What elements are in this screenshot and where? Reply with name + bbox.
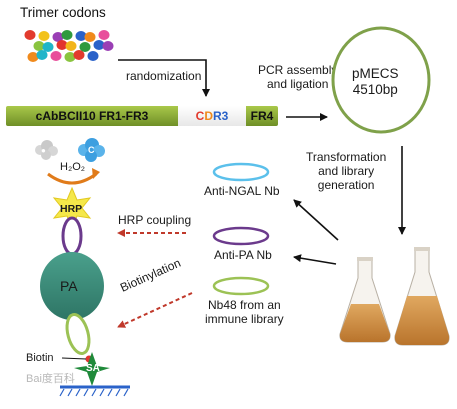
plasmid-ring — [331, 26, 431, 134]
codon-dot — [102, 41, 114, 51]
h2o2-label: H₂O₂ — [60, 161, 86, 173]
codon-dot — [52, 32, 64, 42]
codon-dot — [36, 50, 48, 60]
surface-hatch — [59, 388, 129, 397]
codon-dot — [73, 50, 85, 60]
codon-dot — [65, 41, 77, 51]
codon-dot — [87, 51, 99, 61]
nb48-ellipse — [212, 276, 270, 296]
anti-ngal-nb-label: Anti-NGAL Nb — [204, 184, 280, 198]
nb48-label: Nb48 from an immune library — [205, 298, 284, 326]
reaction-arrow — [47, 172, 97, 185]
assay-nb48 — [65, 313, 91, 355]
assay-anti-pa-nb — [61, 216, 83, 256]
codon-dot — [56, 40, 68, 50]
product-cloud-icon — [78, 138, 105, 162]
product-cloud-glyph: C — [88, 145, 95, 155]
codon-dot — [61, 30, 73, 40]
anti-pa-nb-ellipse — [212, 226, 270, 246]
codon-dot — [38, 31, 50, 41]
cdr3-letter-3: 3 — [221, 109, 229, 123]
hrp-label: HRP — [60, 203, 83, 215]
codon-dot — [42, 42, 54, 52]
codon-dot — [98, 30, 110, 40]
pcr-assembly-label: PCR assembly and ligation — [258, 63, 338, 91]
pa-label: PA — [60, 278, 78, 294]
cdr3-letter-r: R — [212, 109, 222, 123]
anti-pa-nb-label: Anti-PA Nb — [214, 248, 272, 262]
transformation-label: Transformation and library generation — [306, 150, 387, 192]
codon-dot — [50, 51, 62, 61]
to-anti-pa-arrow — [293, 254, 337, 265]
randomization-arrow — [118, 59, 210, 97]
pa-antigen — [40, 252, 104, 320]
watermark: Bai度百科 — [26, 373, 75, 385]
substrate-cloud-icon — [35, 140, 58, 160]
cdr3-letter-c: C — [195, 109, 205, 123]
biotinylation-arrow — [117, 292, 193, 328]
codon-dot — [27, 52, 39, 62]
substrate-cloud-glyph: ● — [41, 146, 46, 155]
fr1-fr3-segment: cAbBCII10 FR1-FR3 — [6, 106, 178, 126]
cdr3-segment: CDR3 — [178, 106, 246, 126]
codon-dot — [24, 30, 36, 40]
codon-dot — [84, 32, 96, 42]
anti-ngal-nb-ellipse — [212, 162, 270, 182]
trimer-codons-label: Trimer codons — [20, 5, 106, 20]
flask-small — [339, 257, 391, 343]
codon-dot — [93, 40, 105, 50]
randomization-label: randomization — [126, 69, 202, 83]
sa-star — [74, 352, 110, 386]
to-anti-ngal-arrow — [293, 199, 339, 241]
gene-construct-bar: cAbBCII10 FR1-FR3 CDR3 FR4 — [6, 106, 278, 126]
codon-dot — [33, 41, 45, 51]
sa-label: SA — [86, 363, 100, 374]
codon-dot — [75, 31, 87, 41]
flask-large — [394, 247, 450, 346]
fr4-segment: FR4 — [246, 106, 278, 126]
plasmid-label: pMECS 4510bp — [352, 66, 399, 97]
hrp-coupling-label: HRP coupling — [118, 213, 192, 227]
codon-dot — [64, 52, 76, 62]
biotin-label: Biotin — [26, 352, 54, 364]
codon-dot — [79, 42, 91, 52]
cdr3-letter-d: D — [204, 109, 213, 123]
